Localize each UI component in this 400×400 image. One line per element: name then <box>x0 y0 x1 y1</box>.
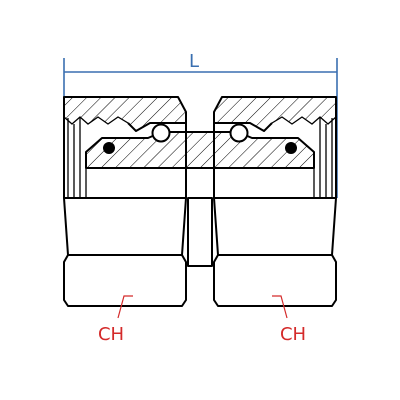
right-nut-top-outline <box>213 96 337 132</box>
center-body-hex-neck <box>187 197 213 267</box>
left-nut-hex-outline <box>63 97 187 307</box>
left-nut-thread <box>63 116 129 125</box>
right-ch-leader <box>272 295 288 319</box>
right-nut-thread <box>271 116 337 125</box>
left-o-ring <box>103 142 115 154</box>
left-ch-label: CH <box>98 324 124 345</box>
right-nut-hex-outline <box>213 97 337 307</box>
right-ch-label: CH <box>280 324 306 345</box>
length-dimension-label: L <box>189 51 199 72</box>
seals <box>103 123 297 154</box>
right-ch-callout: CH <box>272 295 306 345</box>
left-ch-leader <box>117 295 133 319</box>
length-dimension: L <box>63 51 338 198</box>
right-o-ring <box>285 142 297 154</box>
left-ch-callout: CH <box>98 295 133 345</box>
right-ball <box>229 123 249 143</box>
center-body-hatching <box>86 132 314 168</box>
left-nut <box>63 96 187 307</box>
left-nut-top-outline <box>63 96 187 132</box>
left-ball <box>151 123 171 143</box>
right-nut <box>213 96 337 307</box>
